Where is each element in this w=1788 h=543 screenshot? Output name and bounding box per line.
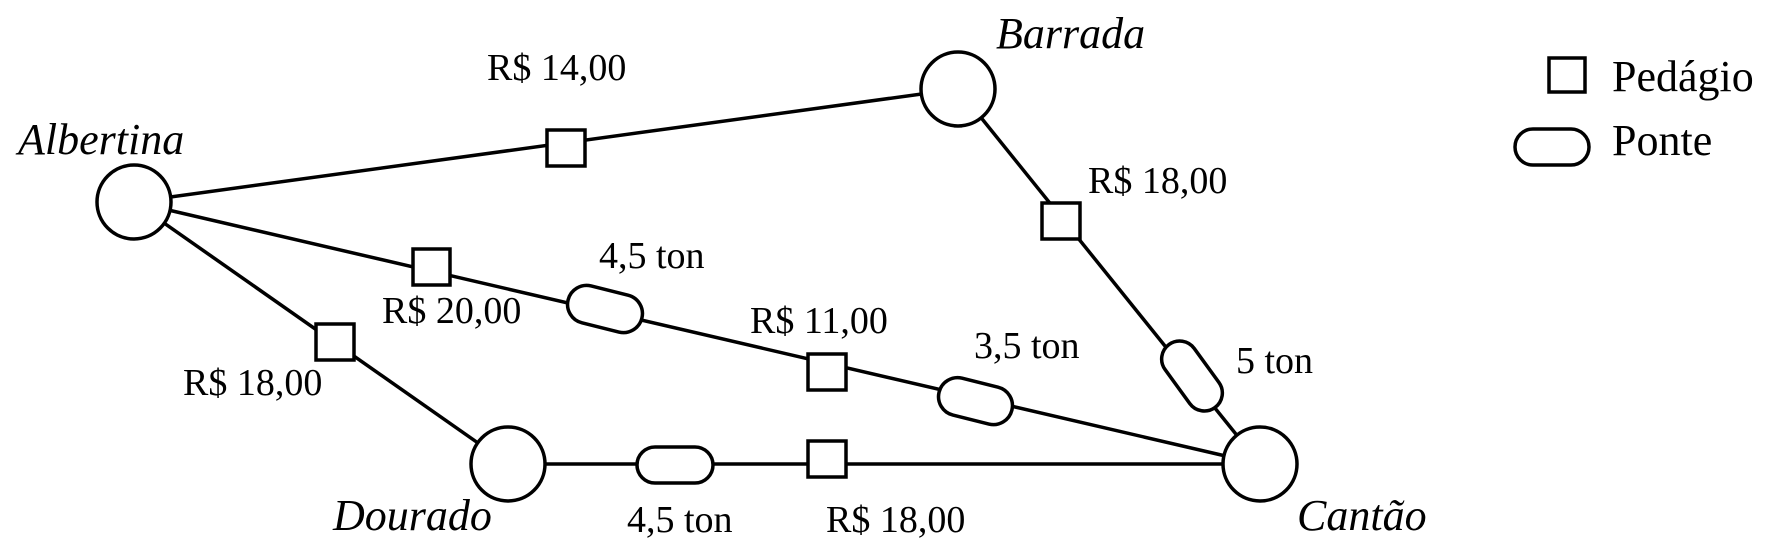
bridge-label-dourado-cantao: 4,5 ton (627, 499, 733, 541)
city-label-cantao: Cantão (1297, 491, 1427, 540)
node-barrada (919, 50, 997, 128)
legend: Pedágio Ponte (1513, 52, 1754, 167)
bridge-label-barrada-cantao: 5 ton (1236, 340, 1313, 382)
toll-marker-albertina-dourado (314, 322, 356, 362)
bridge-marker-albertina-cantao-1 (565, 283, 645, 335)
toll-label-albertina-dourado: R$ 18,00 (183, 362, 322, 404)
node-dourado (469, 425, 547, 503)
toll-marker-barrada-cantao (1040, 201, 1082, 241)
legend-bridge-icon (1513, 127, 1591, 167)
legend-toll-icon (1547, 56, 1587, 94)
toll-marker-albertina-barrada (545, 128, 587, 168)
node-albertina (95, 163, 173, 241)
toll-label-albertina-cantao-2: R$ 11,00 (750, 300, 888, 342)
toll-label-albertina-cantao-1: R$ 20,00 (382, 290, 521, 332)
toll-marker-albertina-cantao-1 (411, 247, 452, 287)
node-cantao (1221, 425, 1299, 503)
road-albertina-cantao (133, 200, 1261, 466)
bridge-marker-albertina-cantao-2 (936, 375, 1015, 427)
bridge-label-albertina-cantao-1: 4,5 ton (599, 235, 705, 277)
city-label-albertina: Albertina (15, 115, 184, 164)
legend-bridge-label: Ponte (1612, 116, 1712, 165)
toll-marker-dourado-cantao (806, 439, 848, 479)
city-label-dourado: Dourado (332, 491, 492, 540)
toll-label-dourado-cantao: R$ 18,00 (826, 499, 965, 541)
toll-label-albertina-barrada: R$ 14,00 (487, 47, 626, 89)
toll-marker-albertina-cantao-2 (806, 352, 848, 392)
bridge-marker-dourado-cantao (635, 445, 715, 485)
bridge-label-albertina-cantao-2: 3,5 ton (974, 325, 1080, 367)
bridge-marker-barrada-cantao (1159, 339, 1225, 413)
toll-label-barrada-cantao: R$ 18,00 (1088, 160, 1227, 202)
city-label-barrada: Barrada (996, 9, 1145, 58)
legend-toll-label: Pedágio (1612, 52, 1754, 101)
